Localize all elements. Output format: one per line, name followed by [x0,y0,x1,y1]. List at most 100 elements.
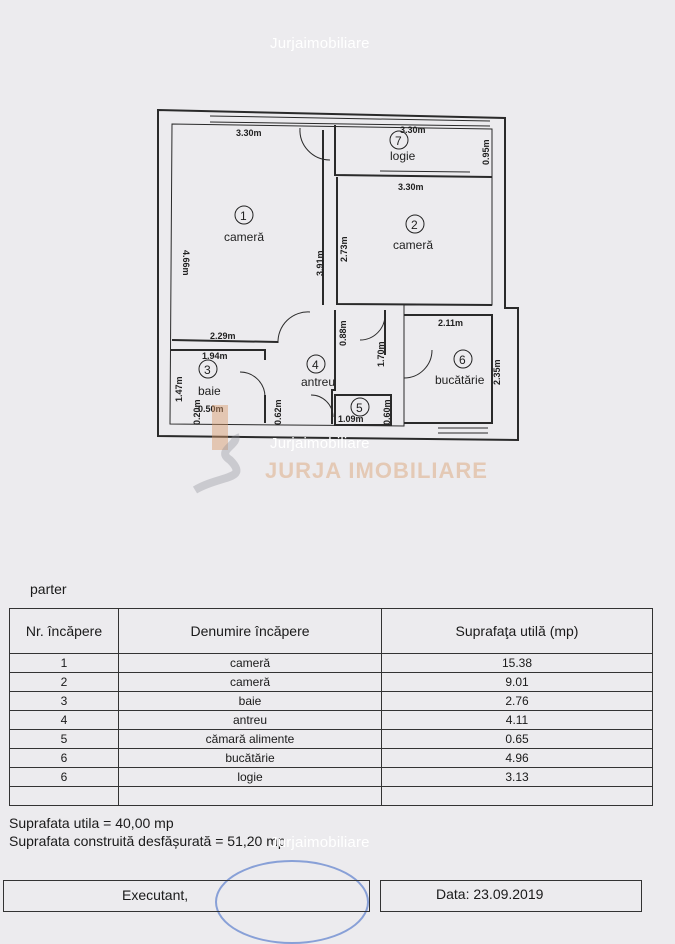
dim-label: 4.66m [181,250,191,276]
cell-area: 2.76 [381,691,653,711]
executant-box: Executant, [3,880,370,912]
dim-label: 0.88m [338,320,348,346]
room-name: cameră [393,238,433,252]
cell-name: cameră [118,672,382,692]
room2-window [379,170,471,173]
cell-nr [9,786,119,806]
kitchen-wall [404,314,493,424]
header-nr: Nr. încăpere [9,608,119,654]
logo-text: JURJA IMOBILIARE [265,458,488,483]
room-marker-4: 4 antreu [301,354,335,389]
cell-name: logie [118,767,382,787]
dim-label: 0.50m [198,404,224,414]
cell-area [381,786,653,806]
room-name: logie [390,149,416,163]
dim-label: 3.30m [398,182,424,192]
dim-label: 2.29m [210,331,236,341]
room-marker-2: 2 cameră [393,214,433,252]
cell-name: bucătărie [118,748,382,768]
cell-name: cameră [118,653,382,673]
cell-name: antreu [118,710,382,730]
watermark-top: Jurjaimobiliare [270,35,370,52]
room-name: baie [198,384,221,398]
kitchen-window [438,427,488,434]
header-name: Denumire încăpere [118,608,382,654]
date-box: Data: 23.09.2019 [380,880,642,912]
room2-wall [336,177,493,306]
dim-label: 0.20m [192,399,202,425]
room-marker-1: 1 cameră [224,205,264,244]
dimension-labels: 3.30m 3.30m 0.95m 3.30m 4.66m 3.91m 2.73… [174,125,502,425]
outer-wall [157,108,519,442]
cell-area: 4.11 [381,710,653,730]
bathroom-wall [170,349,266,423]
dim-label: 2.35m [492,359,502,385]
table-header-row: Nr. încăpere Denumire încăpere Suprafaţa… [9,608,653,654]
cell-nr: 1 [9,653,119,673]
cell-area: 3.13 [381,767,653,787]
cell-nr: 4 [9,710,119,730]
summary-useful-area: Suprafata utila = 40,00 mp [9,815,174,831]
cell-nr: 2 [9,672,119,692]
header-area: Suprafaţa utilă (mp) [381,608,653,654]
dim-label: 3.30m [236,128,262,138]
date-label: Data: 23.09.2019 [436,886,544,902]
rooms-table: Nr. încăpere Denumire încăpere Suprafaţa… [9,608,653,806]
room-name: cameră [224,230,264,244]
logie-window-2 [209,121,491,127]
door-arc-bath [239,371,266,398]
room-name: bucătărie [435,373,485,387]
room-marker-7: 7 logie [389,130,416,163]
floor-plan: 1 cameră 2 cameră 3 baie 4 antreu 5 6 bu… [157,108,519,442]
door-arc-pantry [310,394,334,418]
door-arc-antreu [359,314,386,341]
dim-label: 1.09m [338,414,364,424]
pantry-box [334,394,392,426]
cell-area: 15.38 [381,653,653,673]
cell-area: 9.01 [381,672,653,692]
cell-name: baie [118,691,382,711]
dim-label: 3.91m [315,250,325,276]
dim-label: 2.73m [339,236,349,262]
watermark-middle: Jurjaimobiliare [270,435,370,452]
cell-name [118,786,382,806]
door-arc-logie [299,127,331,161]
room-marker-3: 3 baie [198,359,221,398]
room-number: 4 [312,358,319,372]
room-marker-6: 6 bucătărie [435,349,485,387]
dim-label: 1.94m [202,351,228,361]
dim-label: 3.30m [400,125,426,135]
room-number: 1 [240,209,247,223]
cell-area: 0.65 [381,729,653,749]
summary-built-area: Suprafata construită desfășurată = 51,20… [9,833,286,849]
cell-nr: 6 [9,748,119,768]
dim-label: 0.95m [481,139,491,165]
room-number: 7 [395,134,402,148]
dim-label: 1.47m [174,376,184,402]
cell-name: cămară alimente [118,729,382,749]
room-name: antreu [301,375,335,389]
cell-nr: 6 [9,767,119,787]
room-number: 5 [356,401,363,415]
dim-label: 0.60m [382,399,392,425]
room-number: 3 [204,363,211,377]
dim-label: 2.11m [438,318,463,328]
cell-nr: 3 [9,691,119,711]
logie-wall [334,125,493,178]
logie-window [209,115,491,122]
logo-mark [190,405,260,495]
watermark-bottom: Jurjaimobiliare [270,834,370,851]
executant-label: Executant, [122,887,189,903]
door-arc-kitchen [403,349,433,379]
room-marker-5: 5 [350,397,370,417]
room-number: 6 [459,353,466,367]
dim-label: 0.62m [273,399,283,425]
room-number: 2 [411,218,418,232]
floor-label: parter [30,581,67,597]
cell-area: 4.96 [381,748,653,768]
